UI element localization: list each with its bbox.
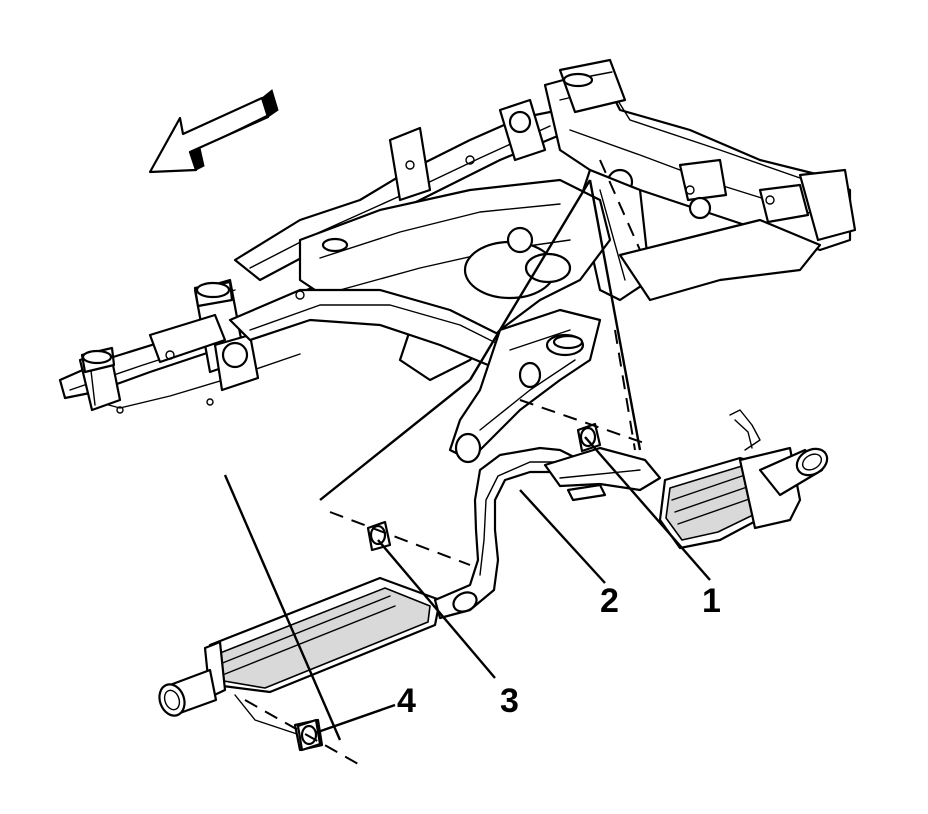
vehicle-frame xyxy=(58,58,857,464)
intermediate-pipe xyxy=(433,446,662,620)
callout-3: 3 xyxy=(500,682,519,720)
hanger-1 xyxy=(576,422,602,453)
reference-lines xyxy=(244,159,651,766)
leader-lines xyxy=(223,179,711,741)
callout-4: 4 xyxy=(397,682,416,720)
hanger-4 xyxy=(296,718,322,752)
hanger-3 xyxy=(366,520,392,552)
callout-2: 2 xyxy=(600,582,619,620)
rear-muffler xyxy=(658,409,829,550)
callout-1: 1 xyxy=(702,582,721,620)
arrow-front-of-vehicle-icon xyxy=(148,89,279,174)
callouts: 1 2 3 4 xyxy=(397,582,721,720)
front-muffler xyxy=(158,576,442,752)
exhaust-system xyxy=(158,409,829,752)
